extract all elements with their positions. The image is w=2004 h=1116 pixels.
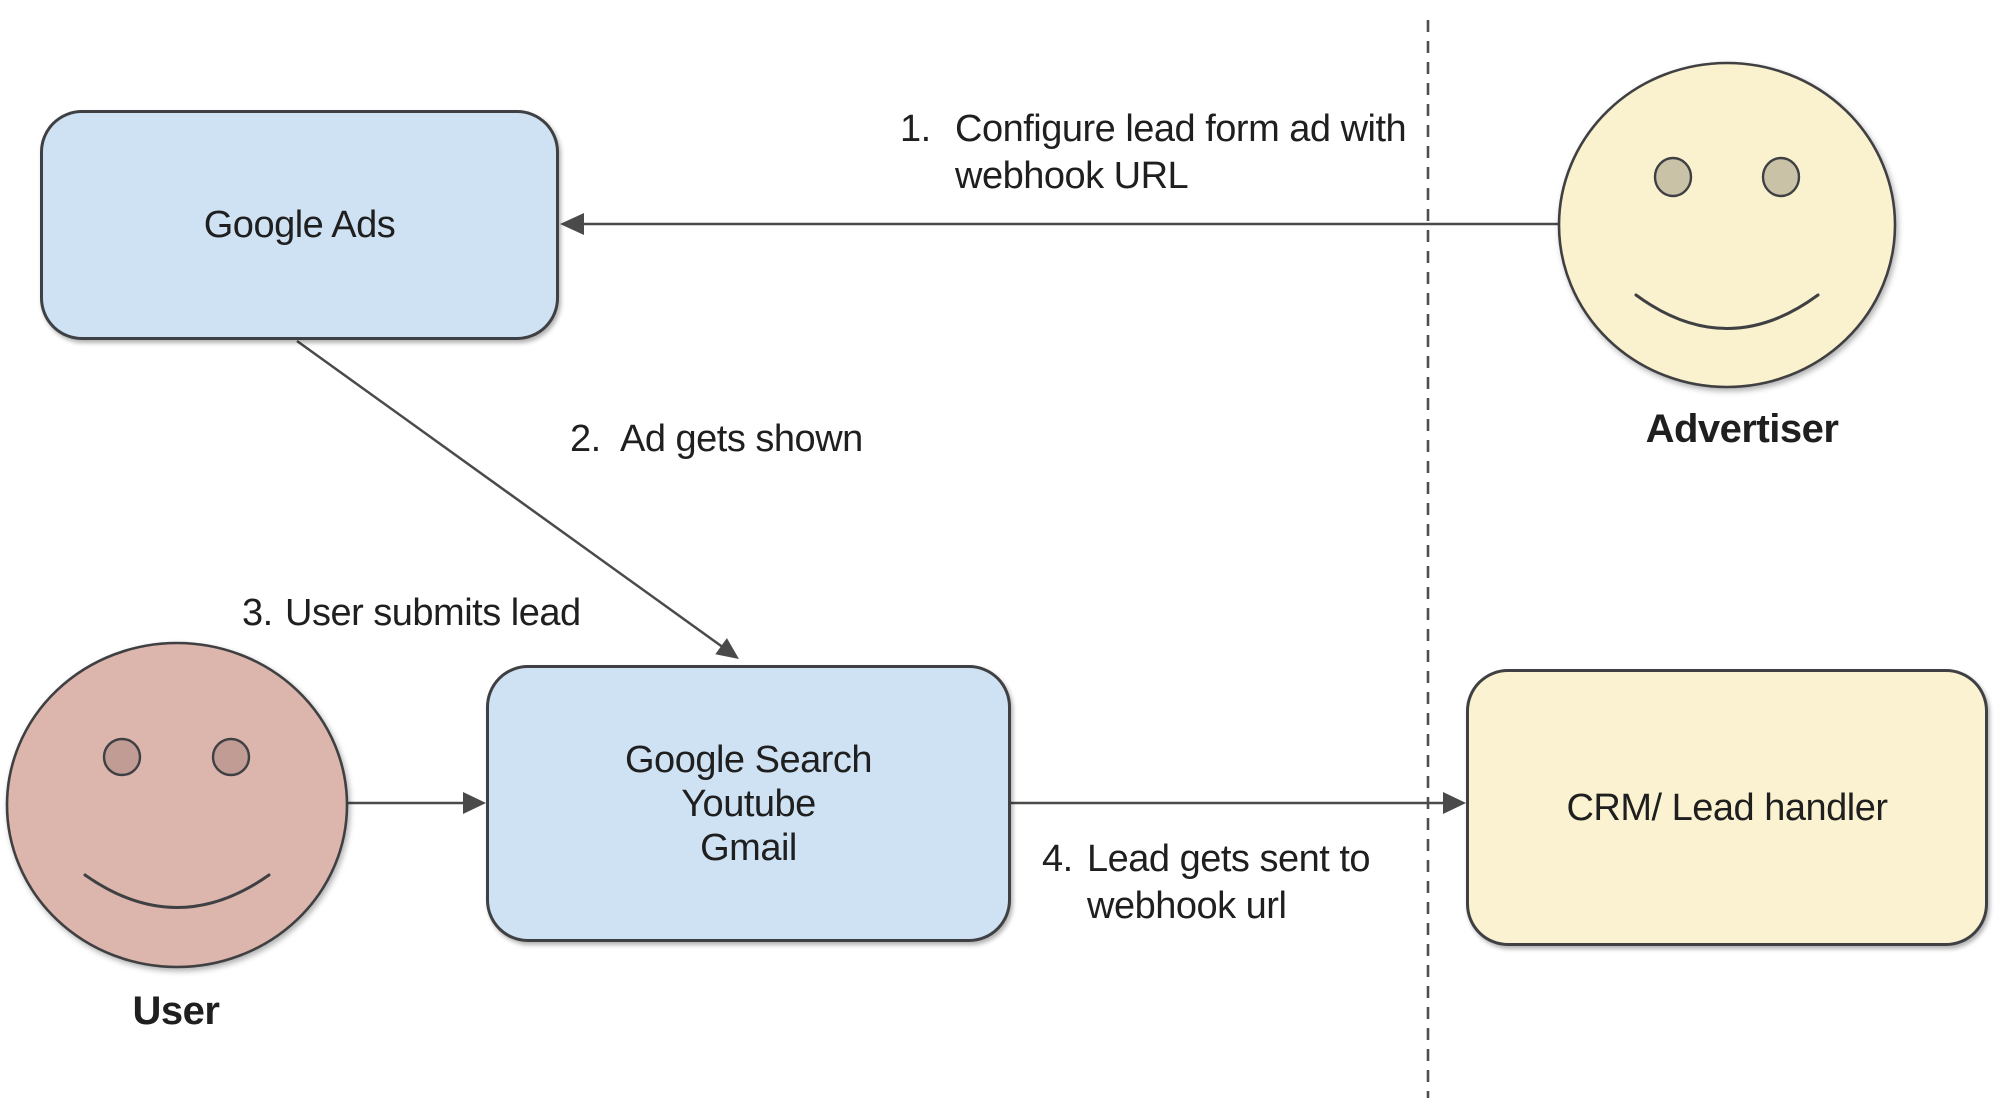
advertiser-eye-right-icon — [1761, 156, 1801, 198]
arrow-ad-gets-shown-head — [715, 638, 739, 659]
node-surfaces-line-1: Google Search — [625, 738, 873, 781]
step-4-text: Lead gets sent to webhook url — [1087, 838, 1371, 927]
step-2-text: Ad gets shown — [620, 418, 863, 460]
step-label-3: 3. User submits lead — [242, 590, 581, 637]
step-label-1: 1. Configure lead form ad with webhook U… — [900, 106, 1455, 200]
step-4-number: 4. — [1042, 838, 1073, 880]
node-surfaces-line-3: Gmail — [700, 826, 797, 869]
node-crm-label: CRM/ Lead handler — [1566, 786, 1888, 829]
user-face — [5, 641, 349, 969]
node-google-ads-label: Google Ads — [203, 204, 396, 246]
advertiser-eye-left-icon — [1653, 156, 1693, 198]
node-crm-lead-handler: CRM/ Lead handler — [1466, 669, 1988, 946]
user-head — [5, 641, 349, 969]
arrow-ad-gets-shown-line — [296, 339, 725, 650]
step-1-number: 1. — [900, 108, 931, 150]
user-smile-icon — [83, 873, 271, 909]
step-1-text: Configure lead form ad with webhook URL — [955, 108, 1407, 197]
step-2-number: 2. — [570, 418, 601, 460]
advertiser-face — [1557, 61, 1897, 389]
node-google-surfaces: Google Search Youtube Gmail — [486, 665, 1011, 942]
node-google-ads: Google Ads — [40, 110, 559, 340]
arrow-lead-sent-webhook-head — [1443, 792, 1466, 814]
user-label: User — [132, 989, 220, 1033]
arrow-user-submits-lead-head — [463, 792, 486, 814]
user-eye-right-icon — [211, 737, 251, 777]
arrow-configure-lead-form-head — [560, 213, 584, 235]
node-surfaces-line-2: Youtube — [681, 782, 816, 825]
advertiser-smile-icon — [1634, 293, 1820, 330]
advertiser-head — [1557, 61, 1897, 389]
step-3-number: 3. — [242, 592, 273, 634]
user-eye-left-icon — [102, 737, 142, 777]
advertiser-label: Advertiser — [1645, 407, 1839, 451]
step-label-4: 4. Lead gets sent to webhook url — [1042, 836, 1417, 930]
step-3-text: User submits lead — [285, 592, 581, 634]
step-label-2: 2. Ad gets shown — [570, 416, 863, 463]
